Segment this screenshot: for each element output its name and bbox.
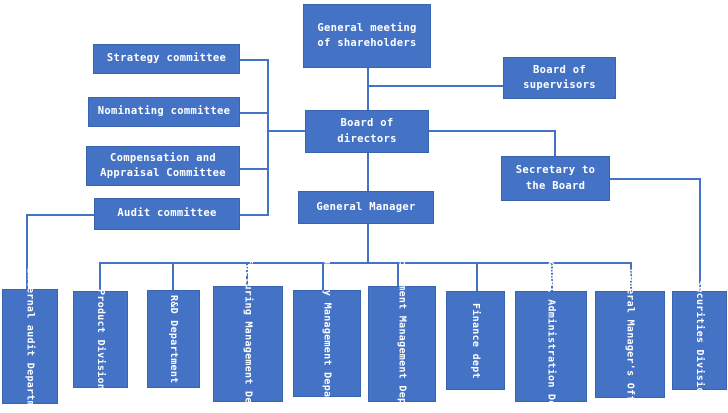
connector-committee-bus xyxy=(267,59,269,215)
node-label: Strategy committee xyxy=(106,52,227,65)
node-securities-division[interactable]: Securities Division xyxy=(672,280,727,401)
connector-secretary-drop xyxy=(554,130,556,157)
node-label: General meeting of shareholders xyxy=(317,21,417,49)
connector-drop-personnel xyxy=(551,262,553,291)
node-label: General Manager's Office xyxy=(624,268,636,413)
connector-audit-left xyxy=(26,214,97,216)
node-procurement-management-department[interactable]: Procurement Management Department xyxy=(368,240,436,413)
node-general-managers-office[interactable]: General Manager's Office xyxy=(595,269,665,413)
connector-strategy-stub xyxy=(239,59,269,61)
connector-board-to-secretary xyxy=(429,130,555,132)
node-general-manager[interactable]: General Manager xyxy=(298,191,434,224)
connector-compensation-stub xyxy=(239,168,269,170)
node-label: Secretary to the Board xyxy=(515,164,596,192)
connector-drop-product xyxy=(99,262,101,291)
node-label: Manufacturing Management Department xyxy=(242,233,254,413)
connector-committees-to-board xyxy=(267,130,305,132)
connector-drop-quality xyxy=(322,262,324,290)
node-audit-committee[interactable]: Audit committee xyxy=(94,198,240,230)
connector-audit-stub xyxy=(239,214,269,216)
node-product-division[interactable]: Product Division xyxy=(73,288,128,391)
node-rd-department[interactable]: R&D Department xyxy=(147,290,200,388)
connector-department-bus xyxy=(99,262,631,264)
node-nominating-committee[interactable]: Nominating committee xyxy=(88,97,240,127)
node-label: R&D Department xyxy=(168,294,179,384)
node-internal-audit-department[interactable]: Internal audit Department xyxy=(2,268,58,413)
node-label: Internal audit Department xyxy=(24,267,36,413)
node-quality-management-department[interactable]: Quality Management Department xyxy=(293,252,361,413)
connector-board-to-supervisors xyxy=(367,85,503,87)
node-personnel-administration-department[interactable]: Personnel Administration Department xyxy=(515,236,587,413)
connector-drop-procurement xyxy=(397,262,399,286)
node-label: Securities Division xyxy=(694,280,705,401)
node-board-of-directors[interactable]: Board of directors xyxy=(305,110,429,153)
node-label-nominating: Nominating committee xyxy=(97,105,231,118)
node-label: Board of directors xyxy=(337,117,397,145)
node-general-meeting-of-shareholders[interactable]: General meeting of shareholders xyxy=(303,4,431,68)
node-label: Audit committee xyxy=(117,207,217,220)
connector-board-to-gm xyxy=(367,152,369,191)
connector-secretary-right xyxy=(610,178,701,180)
node-label: Compensation and Appraisal Committee xyxy=(100,151,226,179)
connector-gm-to-bus xyxy=(367,224,369,263)
node-label: Procurement Management Department xyxy=(396,239,408,413)
node-label: Board of supervisors xyxy=(523,63,596,91)
node-secretary-to-the-board[interactable]: Secretary to the Board xyxy=(501,156,610,201)
connector-drop-gm-office xyxy=(630,262,632,291)
node-compensation-and-appraisal-committee[interactable]: Compensation and Appraisal Committee xyxy=(86,146,240,186)
node-label: Personnel Administration Department xyxy=(545,235,557,413)
node-strategy-committee[interactable]: Strategy committee xyxy=(93,44,240,74)
connector-shareholders-to-board xyxy=(367,68,369,112)
connector-drop-rd xyxy=(172,262,174,290)
node-label: Product Division xyxy=(95,288,106,391)
connector-nominating-stub xyxy=(239,112,269,114)
connector-drop-finance xyxy=(476,262,478,291)
connector-audit-down xyxy=(26,214,28,289)
node-finance-dept[interactable]: Finance dept xyxy=(446,291,505,390)
node-label: Quality Management Department xyxy=(321,251,333,413)
node-label: Finance dept xyxy=(470,302,481,379)
node-manufacturing-management-department[interactable]: Manufacturing Management Department xyxy=(213,233,283,413)
node-label: General Manager xyxy=(316,200,416,213)
connector-securities-down xyxy=(699,178,701,291)
node-board-of-supervisors[interactable]: Board of supervisors xyxy=(503,57,616,99)
connector-drop-manufacturing xyxy=(246,262,248,286)
